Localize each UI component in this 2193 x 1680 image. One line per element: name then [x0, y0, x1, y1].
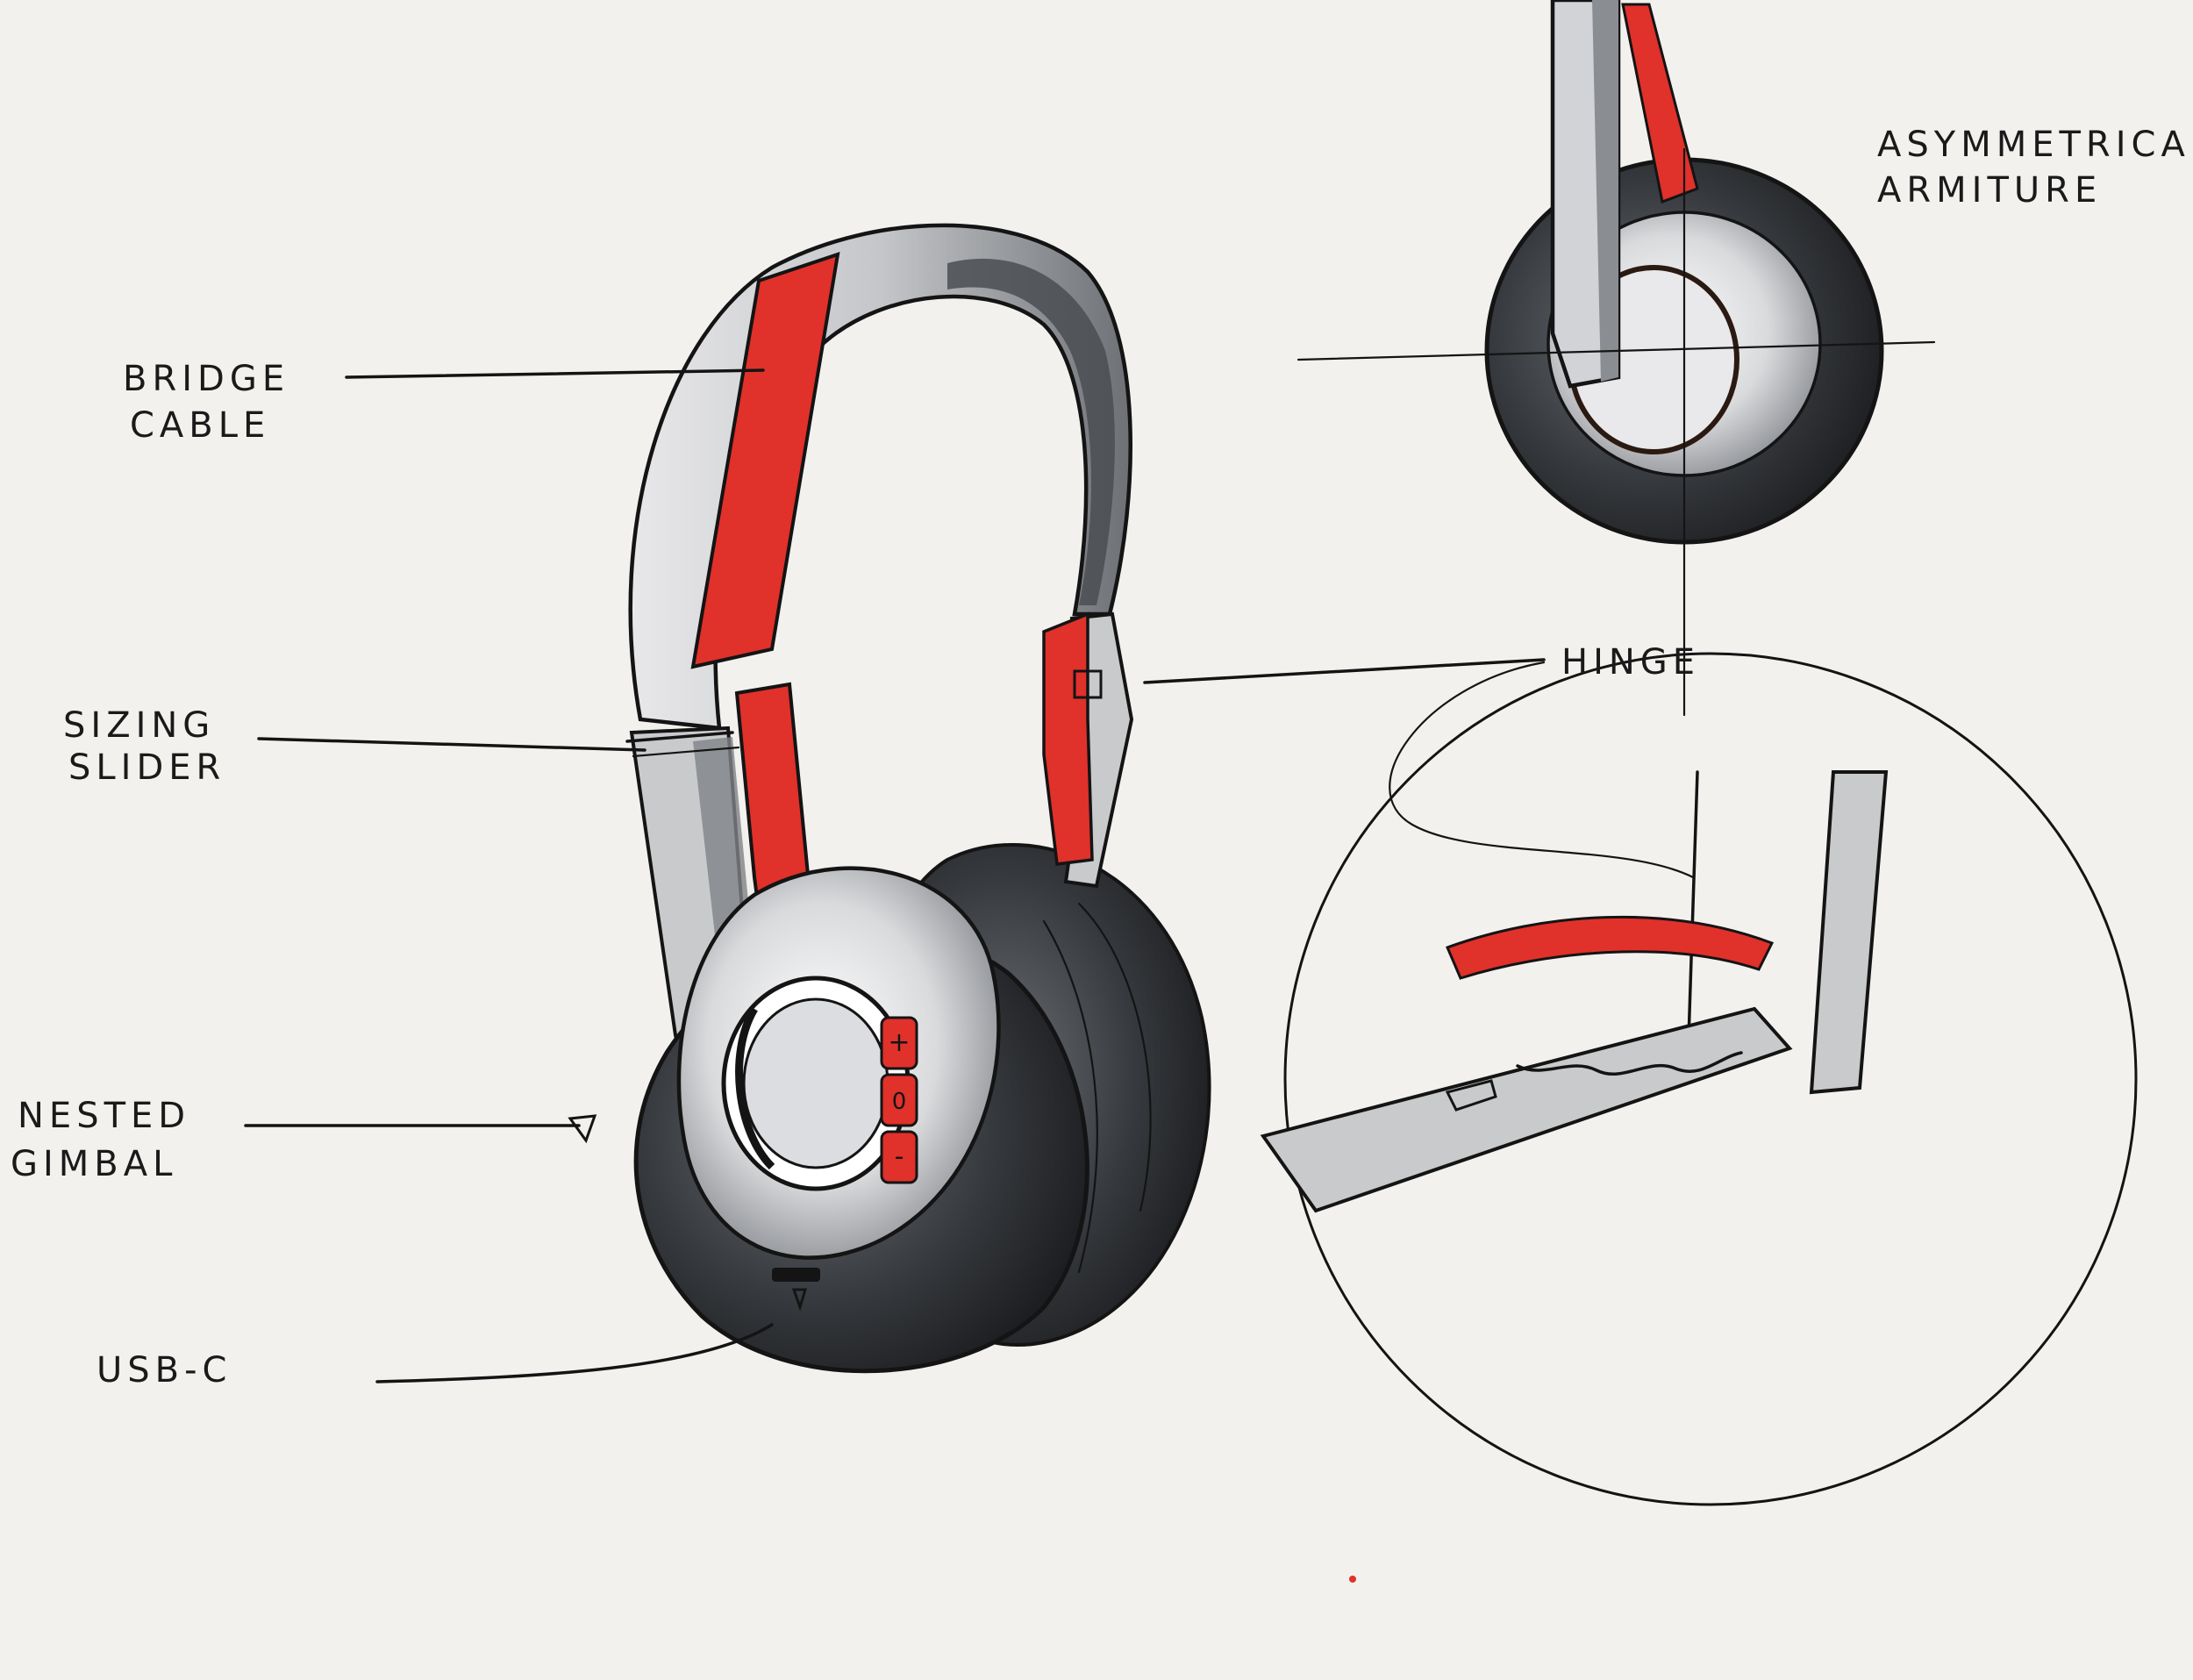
ink-dot — [1349, 1576, 1356, 1583]
play-pause-glyph: 0 — [892, 1089, 907, 1115]
right-arm — [1042, 611, 1134, 889]
volume-down-glyph: - — [895, 1141, 904, 1172]
main-headphone: + 0 - — [625, 223, 1211, 1374]
volume-controls: + 0 - — [880, 1016, 918, 1184]
volume-up-glyph: + — [888, 1027, 910, 1058]
label-armature-line1: ASYMMETRICAL — [1877, 125, 2193, 165]
callout-labels: BRIDGE CABLE SIZING SLIDER NESTED GIMBAL… — [11, 125, 2193, 1390]
label-gimbal-line1: NESTED — [18, 1096, 190, 1136]
hinge-detail — [1260, 652, 2138, 1506]
label-armature-line2: ARMITURE — [1877, 170, 2102, 211]
usb-c-port — [772, 1268, 820, 1282]
label-sizing-line1: SIZING — [63, 705, 215, 746]
volume-down-button[interactable] — [880, 1130, 918, 1184]
label-bridge-line1: BRIDGE — [123, 359, 289, 399]
armature-detail — [1297, 0, 1936, 717]
label-usb-c: USB-C — [96, 1350, 232, 1390]
play-pause-button[interactable] — [880, 1073, 918, 1127]
nested-gimbal-ring — [721, 976, 911, 1191]
leader-lines — [244, 368, 1546, 1383]
near-earcup: + 0 - — [633, 866, 1089, 1374]
label-sizing-line2: SLIDER — [68, 747, 225, 788]
label-gimbal-line2: GIMBAL — [11, 1144, 177, 1184]
label-hinge: HINGE — [1561, 642, 1700, 683]
label-bridge-line2: CABLE — [130, 405, 270, 446]
volume-up-button[interactable] — [880, 1016, 918, 1070]
bridge-cable-strip — [690, 252, 840, 669]
